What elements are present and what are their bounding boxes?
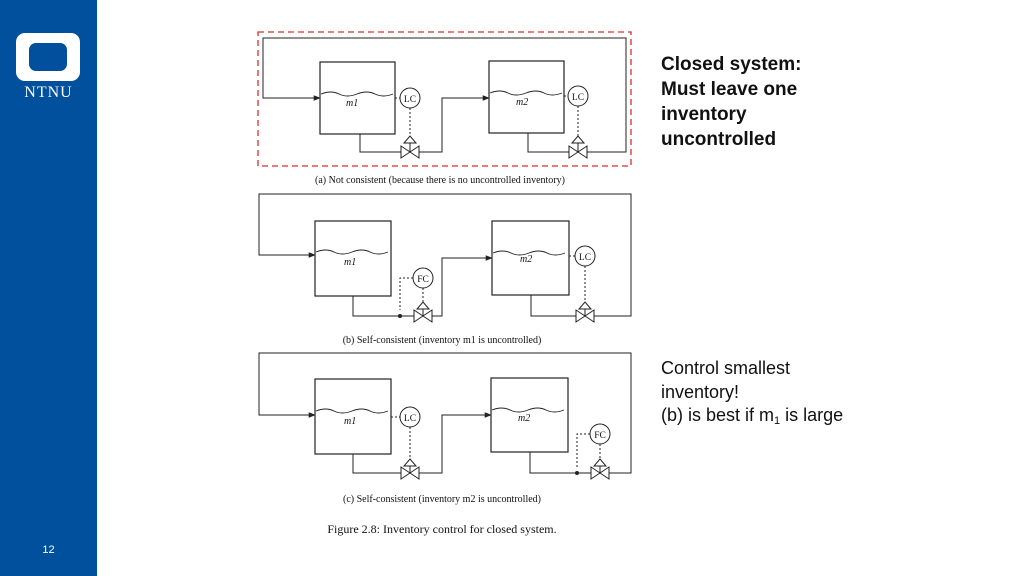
- panel-b-caption: (b) Self-consistent (inventory m1 is unc…: [343, 335, 542, 346]
- slide-note: Control smallest inventory! (b) is best …: [661, 357, 1001, 434]
- slide-heading: Closed system: Must leave one inventory …: [661, 52, 1001, 152]
- tank-2: [490, 377, 569, 453]
- panel-a-caption: (a) Not consistent (because there is no …: [315, 175, 565, 186]
- controller-2-label: LC: [572, 93, 584, 103]
- heading-line: Closed system:: [661, 54, 802, 75]
- tank-2-label: m2: [518, 413, 530, 424]
- controller-2-label: FC: [594, 431, 606, 441]
- tank-1-label: m1: [346, 98, 358, 109]
- heading-line: Must leave one: [661, 79, 798, 100]
- inventory-control-figure: m1 LC m2 LC (a) Not consisten: [250, 26, 640, 546]
- controller-1-label: LC: [404, 95, 416, 105]
- note-line: inventory!: [661, 381, 740, 402]
- controller-1-label: FC: [417, 275, 429, 285]
- tank-2-label: m2: [516, 97, 528, 108]
- heading-line: inventory: [661, 104, 747, 125]
- tank-2: [488, 60, 565, 134]
- tank-2-label: m2: [520, 254, 532, 265]
- panel-b: m1 FC m2 LC (b) Self-consiste: [258, 193, 632, 346]
- note-text: (b) is best if m: [661, 405, 775, 425]
- controller-1-label: LC: [404, 414, 416, 424]
- page-number: 12: [42, 544, 55, 556]
- note-line: Control smallest: [661, 358, 791, 378]
- note-line: (b) is best if m1 is large: [661, 404, 1001, 434]
- tank-2: [491, 220, 570, 296]
- panel-c: m1 LC m2 FC (c) Self-consiste: [258, 352, 632, 505]
- tank-1-label: m1: [344, 257, 356, 268]
- note-subscript: 1: [774, 415, 781, 427]
- note-text: is large: [780, 405, 844, 425]
- sidebar: NTNU 12: [0, 0, 97, 576]
- tank-1-label: m1: [344, 416, 356, 427]
- panel-a: m1 LC m2 LC (a) Not consisten: [257, 31, 632, 186]
- tank-1: [314, 378, 392, 455]
- logo-text: NTNU: [24, 84, 73, 101]
- heading-line: uncontrolled: [661, 129, 777, 150]
- highlight-frame: [257, 31, 632, 167]
- ntnu-logo-icon: [16, 33, 80, 81]
- controller-2-label: LC: [579, 253, 591, 263]
- tank-1: [319, 61, 396, 135]
- figure-caption: Figure 2.8: Inventory control for closed…: [327, 522, 556, 536]
- panel-c-caption: (c) Self-consistent (inventory m2 is unc…: [343, 494, 541, 505]
